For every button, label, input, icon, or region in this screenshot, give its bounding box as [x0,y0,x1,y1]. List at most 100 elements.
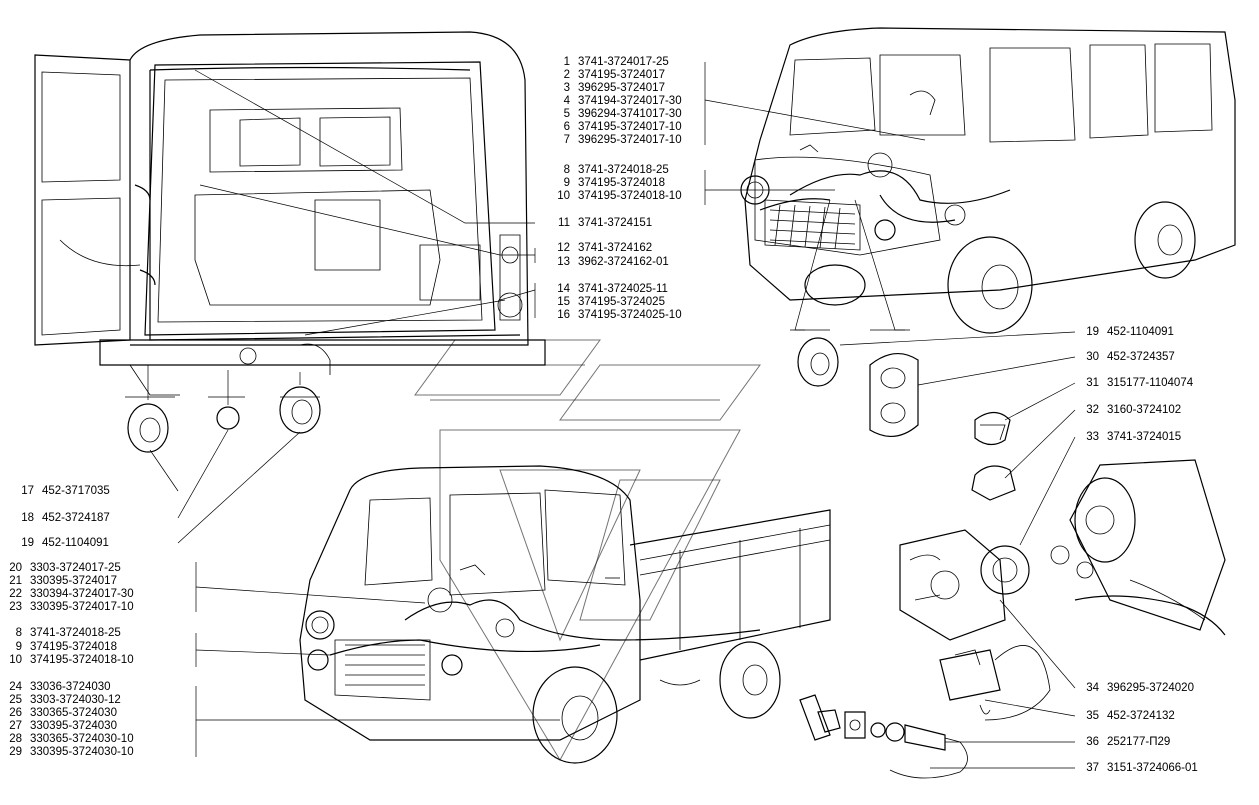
part-number: 27 [9,720,22,732]
part-code: 452-1104091 [1107,326,1174,338]
part-number: 22 [9,588,22,600]
part-code: 374195-3724018-10 [578,190,682,202]
leader-lines [149,62,1076,769]
part-number: 28 [9,733,22,745]
part-code: 3741-3724025-11 [578,283,668,295]
part-number: 30 [1086,351,1099,363]
part-number: 14 [557,283,570,295]
part-number: 37 [1086,762,1099,774]
part-label: 20 3303-3724017-25 [0,562,121,575]
part-code: 374195-3724025 [578,296,665,308]
part-code: 374195-3724017 [578,69,665,81]
part-code: 374195-3724018 [30,641,117,653]
part-number: 19 [1086,326,1099,338]
part-label: 7 396295-3724017-10 [548,134,682,147]
part-number: 13 [557,256,570,268]
part-number: 29 [9,746,22,758]
part-code: 374195-3724017-10 [578,121,682,133]
part-code: 3741-3724162 [578,242,653,254]
part-code: 3741-3724017-25 [578,56,669,68]
part-code: 396295-3724017-10 [578,134,682,146]
part-label: 8 3741-3724018-25 [0,627,121,640]
part-code: 452-3724187 [42,512,110,524]
part-number: 10 [557,190,570,202]
part-number: 11 [558,217,570,229]
part-code: 3303-3724030-12 [30,694,121,706]
part-number: 16 [557,309,570,321]
part-number: 7 [563,134,570,146]
part-number: 35 [1086,710,1099,722]
part-code: 452-3724357 [1107,351,1175,363]
truck-view [299,465,831,764]
part-code: 3160-3724102 [1107,404,1182,416]
part-code: 330395-3724017 [30,575,117,587]
part-number: 34 [1086,682,1099,694]
part-number: 3 [563,82,570,94]
part-number: 4 [563,95,570,107]
part-code: 452-3717035 [42,485,110,497]
part-code: 330395-3724017-10 [30,601,134,613]
part-code: 396294-3741017-30 [578,108,682,120]
part-code: 374195-3724025-10 [578,309,682,321]
part-code: 33036-3724030 [30,681,111,693]
part-number: 36 [1086,736,1099,748]
part-label: 16 374195-3724025-10 [548,309,682,322]
part-code: 452-1104091 [42,537,109,549]
part-label: 4 374194-3724017-30 [548,95,682,108]
part-number: 5 [563,108,570,120]
part-label: 15 374195-3724025 [548,296,665,309]
part-code: 330395-3724030-10 [30,746,134,758]
part-label: 19 452-1104091 [1077,326,1174,339]
part-code: 3741-3724015 [1107,431,1182,443]
part-number: 9 [15,641,22,653]
part-code: 374194-3724017-30 [578,95,682,107]
part-code: 3303-3724017-25 [30,562,121,574]
part-label: 34 396295-3724020 [1077,682,1194,695]
part-label: 6 374195-3724017-10 [548,121,682,134]
part-number: 8 [15,627,22,639]
part-label: 1 3741-3724017-25 [548,56,669,69]
part-code: 3741-3724151 [578,217,653,229]
part-number: 33 [1086,431,1099,443]
part-number: 1 [563,56,570,68]
part-label: 5 396294-3741017-30 [548,108,682,121]
part-label: 30 452-3724357 [1077,351,1175,364]
part-code: 3741-3724018-25 [578,164,669,176]
part-number: 6 [563,121,570,133]
part-code: 330395-3724030 [30,720,117,732]
part-number: 10 [9,654,22,666]
part-number: 15 [557,296,570,308]
part-number: 24 [9,681,22,693]
part-label: 25 3303-3724030-12 [0,694,121,707]
part-number: 12 [557,242,570,254]
part-code: 3741-3724018-25 [30,627,121,639]
part-code: 396295-3724020 [1107,682,1194,694]
part-code: 3151-3724066-01 [1107,762,1198,774]
part-label: 27 330395-3724030 [0,720,117,733]
part-label: 29 330395-3724030-10 [0,746,134,759]
part-label: 37 3151-3724066-01 [1077,762,1198,775]
part-number: 31 [1086,377,1099,389]
part-number: 20 [9,562,22,574]
part-code: 396295-3724017 [578,82,665,94]
part-number: 25 [9,694,22,706]
part-label: 12 3741-3724162 [548,242,652,255]
van-front-view [740,27,1236,437]
part-code: 374195-3724018 [578,177,665,189]
watermark-logo [414,339,761,762]
part-number: 26 [9,707,22,719]
